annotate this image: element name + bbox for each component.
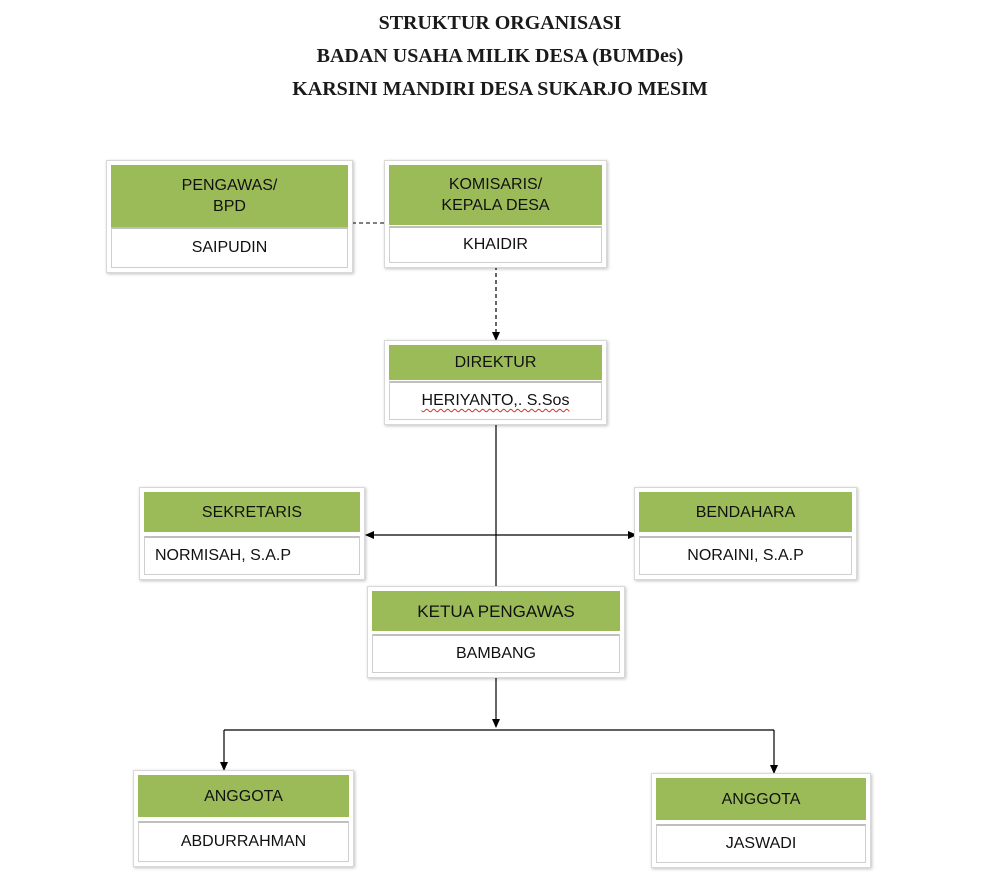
node-pengawas-role: PENGAWAS/ BPD: [111, 165, 348, 229]
node-ketua-name: BAMBANG: [372, 634, 620, 673]
node-sekretaris-role: SEKRETARIS: [144, 492, 360, 534]
node-sekretaris: SEKRETARIS NORMISAH, S.A.P: [139, 487, 365, 580]
node-anggota-1-role: ANGGOTA: [138, 775, 349, 819]
node-bendahara: BENDAHARA NORAINI, S.A.P: [634, 487, 857, 580]
node-pengawas: PENGAWAS/ BPD SAIPUDIN: [106, 160, 353, 273]
node-pengawas-name: SAIPUDIN: [111, 227, 348, 268]
node-komisaris-name: KHAIDIR: [389, 226, 602, 263]
node-komisaris-role: KOMISARIS/ KEPALA DESA: [389, 165, 602, 227]
node-direktur-role: DIREKTUR: [389, 345, 602, 382]
node-bendahara-role: BENDAHARA: [639, 492, 852, 534]
node-anggota-1-name: ABDURRAHMAN: [138, 821, 349, 862]
chart-title-line-1: STRUKTUR ORGANISASI: [378, 12, 622, 34]
node-komisaris: KOMISARIS/ KEPALA DESA KHAIDIR: [384, 160, 607, 268]
node-anggota-2-name: JASWADI: [656, 824, 866, 863]
chart-title-line-2: BADAN USAHA MILIK DESA (BUMDes): [316, 45, 684, 67]
chart-title-line-3: KARSINI MANDIRI DESA SUKARJO MESIM: [292, 78, 708, 100]
node-sekretaris-name: NORMISAH, S.A.P: [144, 536, 360, 575]
node-ketua-pengawas: KETUA PENGAWAS BAMBANG: [367, 586, 625, 678]
node-anggota-1: ANGGOTA ABDURRAHMAN: [133, 770, 354, 867]
node-direktur: DIREKTUR HERIYANTO,. S.Sos: [384, 340, 607, 425]
node-direktur-name-text: HERIYANTO,. S.Sos: [421, 392, 570, 409]
node-anggota-2-role: ANGGOTA: [656, 778, 866, 822]
node-ketua-role: KETUA PENGAWAS: [372, 591, 620, 633]
node-direktur-name: HERIYANTO,. S.Sos: [389, 381, 602, 420]
node-bendahara-name: NORAINI, S.A.P: [639, 536, 852, 575]
node-anggota-2: ANGGOTA JASWADI: [651, 773, 871, 868]
